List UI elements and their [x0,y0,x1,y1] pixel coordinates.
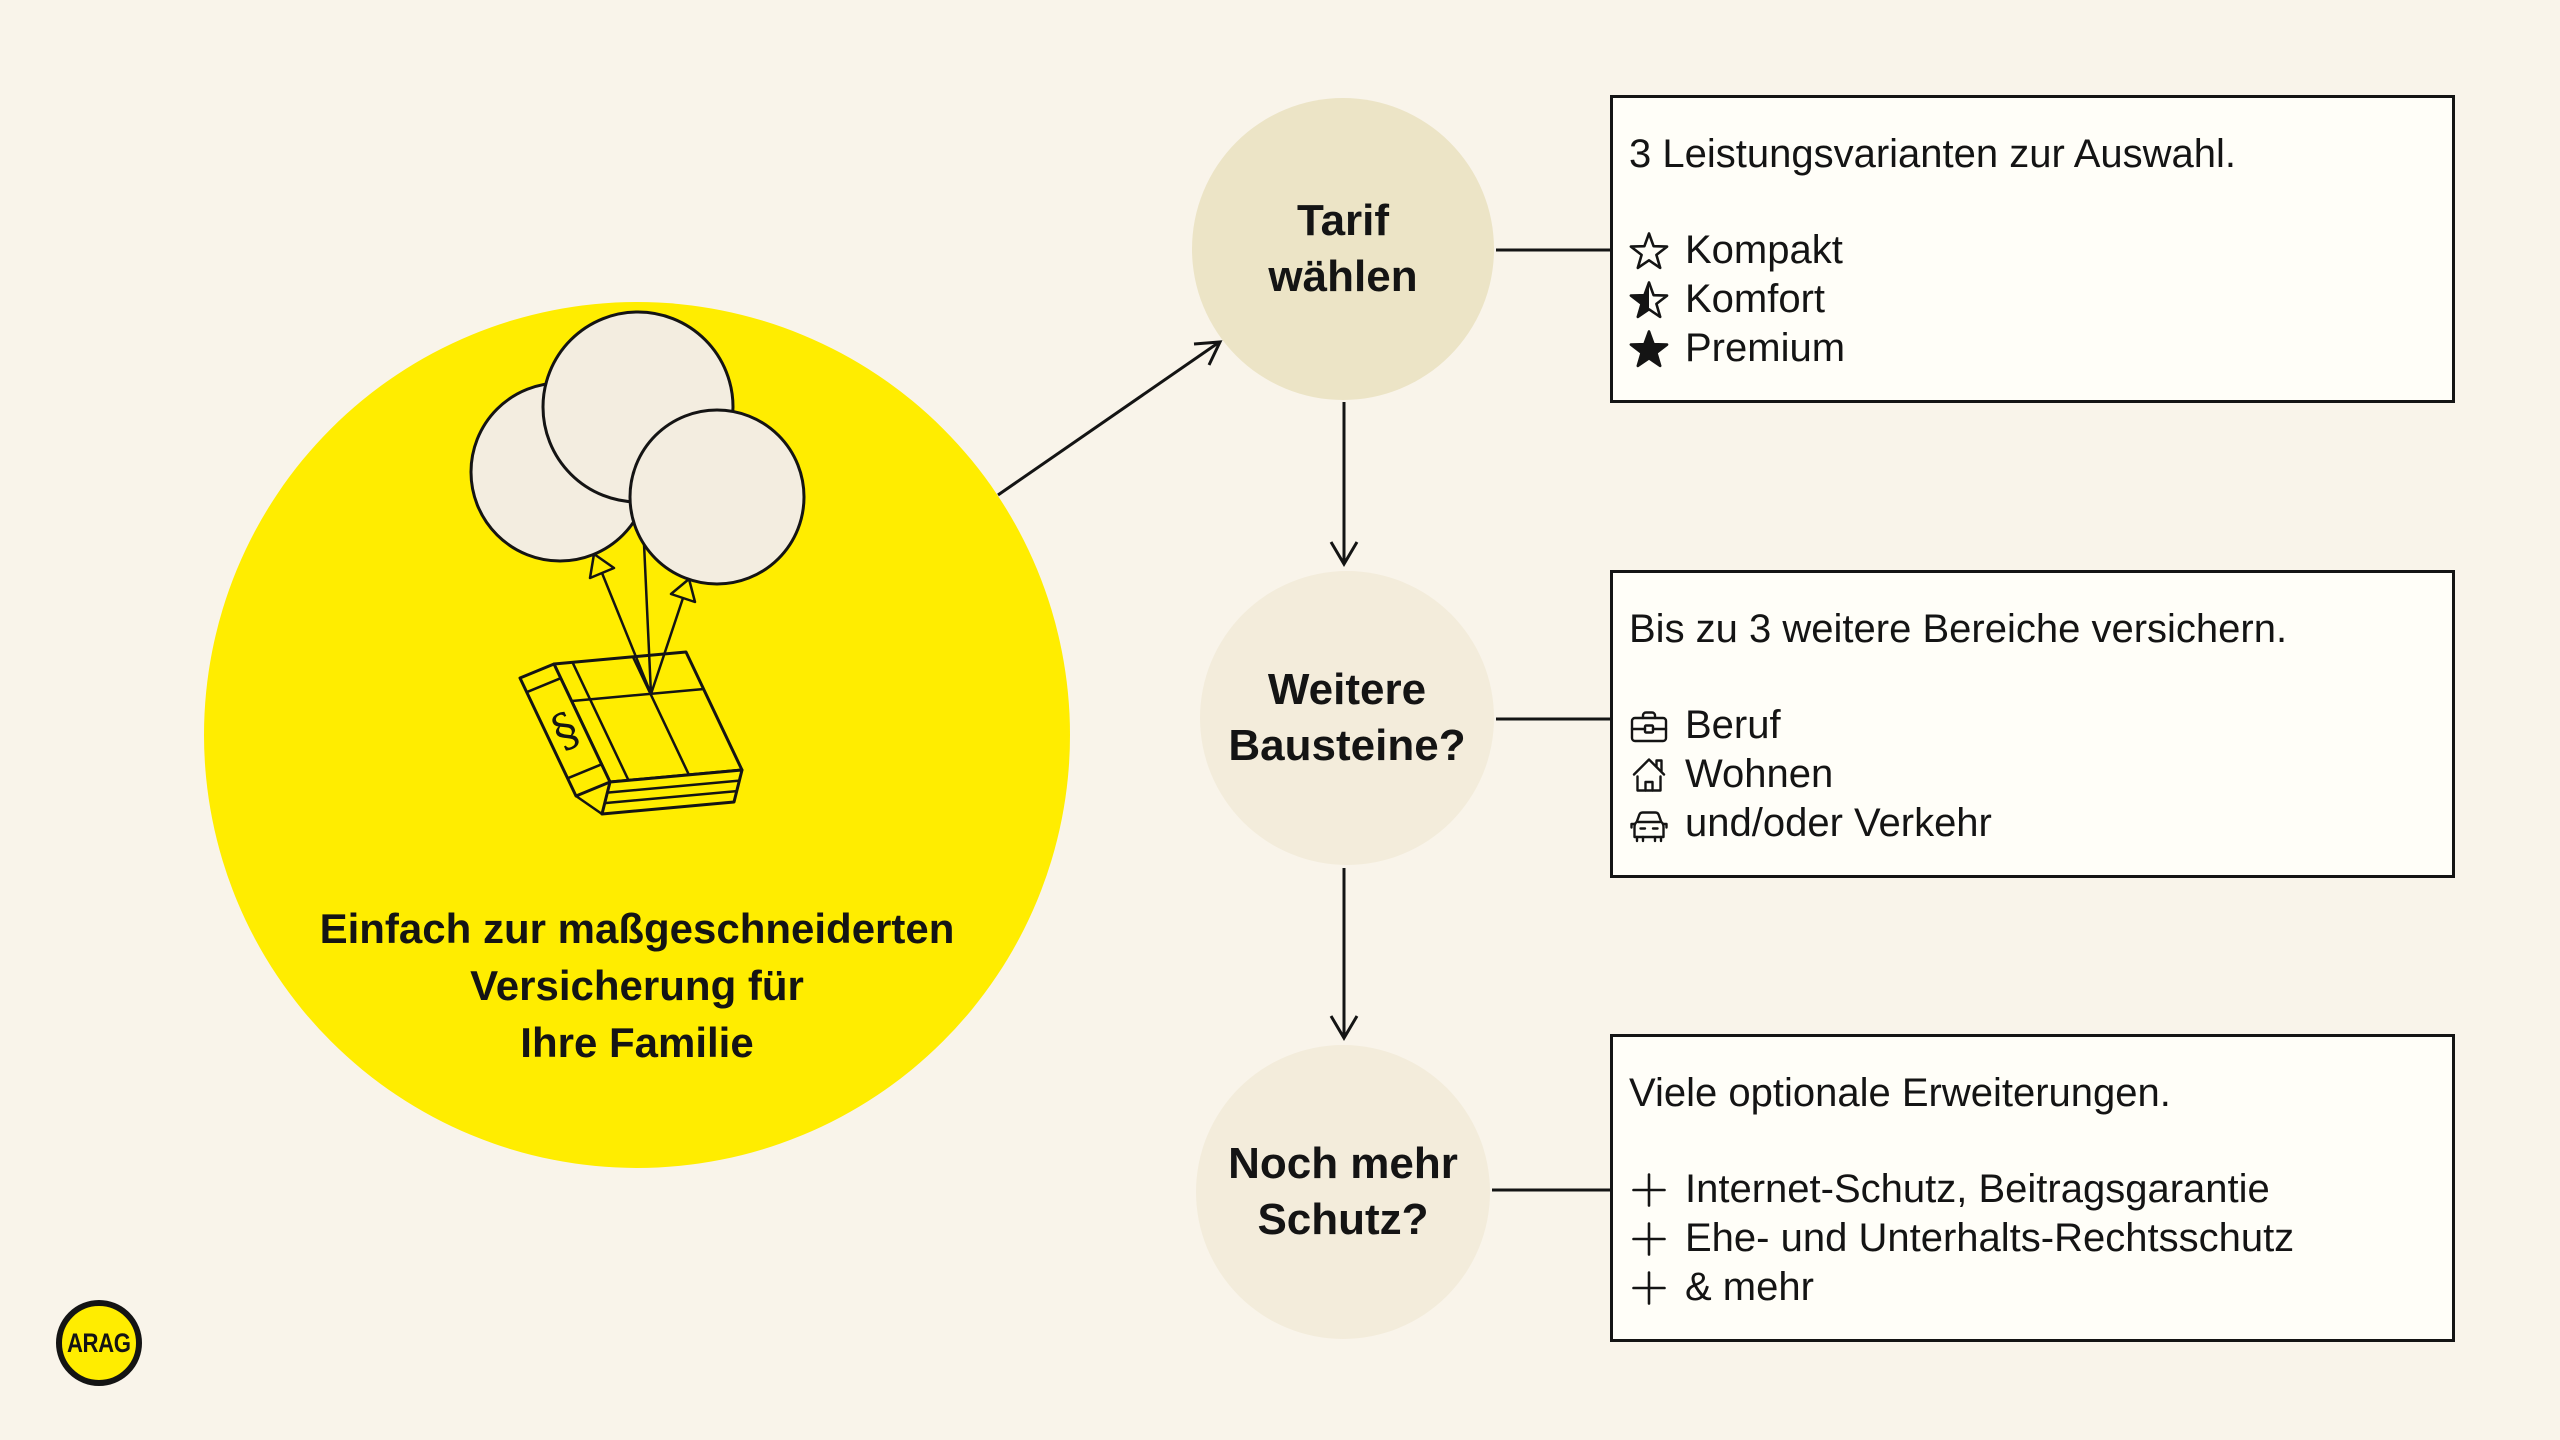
briefcase-icon [1629,706,1669,746]
box-heading: 3 Leistungsvarianten zur Auswahl. [1629,132,2237,176]
arrowhead [1329,541,1359,567]
info-box-item: Internet-Schutz, Beitragsgarantie [1629,1165,2432,1214]
info-box-tarif: 3 Leistungsvarianten zur Auswahl. Kompak… [1610,95,2455,403]
plus-icon [1629,1268,1669,1308]
info-box-item: & mehr [1629,1263,2432,1312]
item-label: Beruf [1685,703,1781,747]
step-label: Weitere [1267,665,1427,714]
info-box-bausteine: Bis zu 3 weitere Bereiche versichern. Be… [1610,570,2455,878]
intro-line-1: Einfach zur maßgeschneiderten [319,905,955,952]
intro-line-3: Ihre Familie [520,1019,754,1066]
star-half-icon [1629,280,1669,320]
info-box-item: Premium [1629,324,2432,373]
info-box-item: und/oder Verkehr [1629,799,2432,848]
info-box-schutz: Viele optionale Erweiterungen. Internet-… [1610,1034,2455,1342]
arag-logo: ARAG [56,1300,142,1386]
plus-icon [1629,1170,1669,1210]
box-heading: Viele optionale Erweiterungen. [1629,1071,2171,1115]
info-box-item: Beruf [1629,701,2432,750]
item-label: Komfort [1685,277,1826,321]
step-label: wählen [1268,252,1418,301]
step-label: Tarif [1296,196,1390,245]
arrowhead [1329,1015,1359,1041]
item-label: & mehr [1685,1265,1814,1309]
arag-logo-text: ARAG [67,1327,131,1358]
house-icon [1629,755,1669,795]
box-heading: Bis zu 3 weitere Bereiche versichern. [1629,607,2288,651]
step-label: Bausteine? [1228,721,1466,770]
step-circle-schutz: Noch mehr Schutz? [1196,1045,1490,1339]
info-box-item: Wohnen [1629,750,2432,799]
info-box-item: Komfort [1629,275,2432,324]
item-label: Premium [1685,326,1846,370]
item-label: und/oder Verkehr [1685,801,1992,845]
intro-line-2: Versicherung für [470,962,804,1009]
step-label: Schutz? [1257,1195,1429,1244]
arrow-intro-to-step1 [997,341,1219,497]
intro-headline: Einfach zur maßgeschneiderten Versicheru… [237,900,1037,1071]
step-circle-tarif: Tarif wählen [1192,98,1494,400]
item-label: Wohnen [1685,752,1834,796]
star-outline-icon [1629,231,1669,271]
plus-icon [1629,1219,1669,1259]
info-box-item: Ehe- und Unterhalts-Rechtsschutz [1629,1214,2432,1263]
arrowhead [1193,340,1223,366]
item-label: Internet-Schutz, Beitragsgarantie [1685,1167,2270,1211]
step-label: Noch mehr [1228,1139,1458,1188]
info-box-item: Kompakt [1629,226,2432,275]
item-label: Kompakt [1685,228,1843,272]
car-icon [1629,804,1669,844]
star-filled-icon [1629,329,1669,369]
item-label: Ehe- und Unterhalts-Rechtsschutz [1685,1216,2295,1260]
step-circle-bausteine: Weitere Bausteine? [1200,571,1494,865]
